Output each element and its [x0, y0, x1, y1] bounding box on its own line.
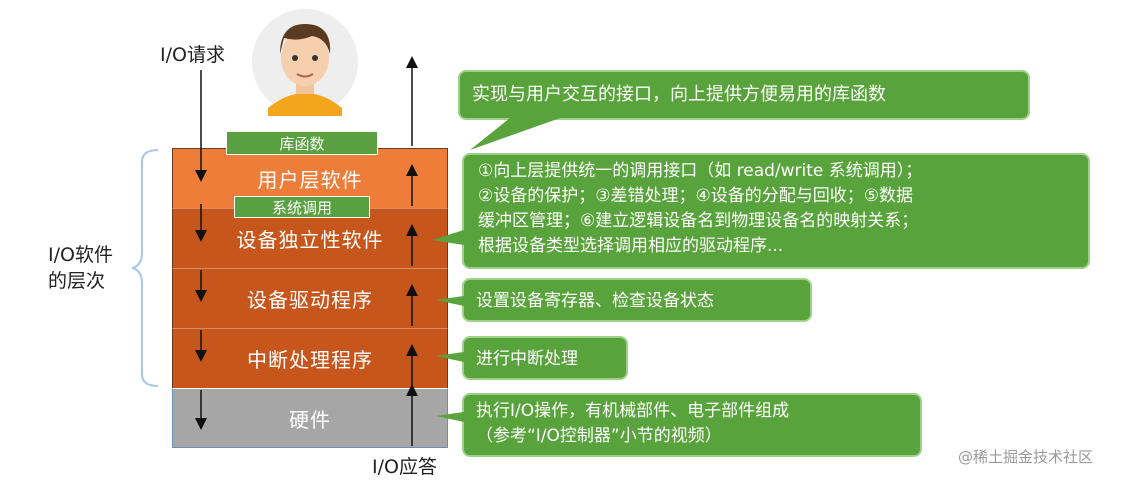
layer-interrupt-handler-label: 中断处理程序: [247, 348, 373, 372]
io-response-label: I/O应答: [372, 456, 437, 478]
hierarchy-label-line2: 的层次: [48, 270, 106, 292]
callout-independent-line: 缓冲区管理；⑥建立逻辑设备名到物理设备名的映射关系；: [478, 211, 919, 231]
callout-user-line: 实现与用户交互的接口，向上提供方便易用的库函数: [472, 84, 886, 105]
layer-interrupt-handler: 中断处理程序: [172, 328, 448, 388]
callout-driver-layer: 设置设备寄存器、检查设备状态: [462, 278, 812, 322]
layer-device-independent-software: 设备独立性软件: [172, 208, 448, 268]
layer-hardware-label: 硬件: [289, 407, 331, 432]
layer-device-driver: 设备驱动程序: [172, 268, 448, 328]
library-function-tag-label: 库函数: [279, 134, 325, 153]
layer-hardware: 硬件: [172, 388, 448, 448]
callout-hardware-line: 执行I/O操作，有机械部件、电子部件组成: [476, 401, 790, 421]
system-call-tag: 系统调用: [234, 196, 370, 218]
callout-interrupt-layer: 进行中断处理: [462, 336, 628, 380]
user-avatar: [250, 8, 360, 116]
layer-user-software-label: 用户层软件: [257, 168, 363, 192]
callout-independent-line: ②设备的保护；③差错处理；④设备的分配与回收；⑤数据: [478, 186, 913, 206]
callout-interrupt-line: 进行中断处理: [476, 349, 578, 369]
watermark: @稀土掘金技术社区: [958, 448, 1094, 466]
library-function-tag: 库函数: [226, 131, 378, 155]
callout-independent-line: 根据设备类型选择调用相应的驱动程序...: [478, 236, 784, 256]
hierarchy-brace: [131, 149, 159, 387]
callout-hardware-layer: 执行I/O操作，有机械部件、电子部件组成 （参考“I/O控制器”小节的视频）: [462, 393, 922, 457]
callout-independent-layer: ①向上层提供统一的调用接口（如 read/write 系统调用）； ②设备的保护…: [462, 153, 1090, 269]
hierarchy-label-line1: I/O软件: [48, 244, 113, 266]
callout-independent-line: ①向上层提供统一的调用接口（如 read/write 系统调用）；: [478, 161, 923, 181]
layer-device-driver-label: 设备驱动程序: [247, 288, 373, 312]
io-request-label: I/O请求: [160, 44, 225, 66]
callout-hardware-line: （参考“I/O控制器”小节的视频）: [476, 426, 722, 446]
callout-user-layer: 实现与用户交互的接口，向上提供方便易用的库函数: [458, 70, 1030, 120]
layer-device-independent-label: 设备独立性软件: [236, 228, 384, 252]
system-call-tag-label: 系统调用: [271, 198, 332, 217]
callout-driver-line: 设置设备寄存器、检查设备状态: [476, 291, 714, 311]
